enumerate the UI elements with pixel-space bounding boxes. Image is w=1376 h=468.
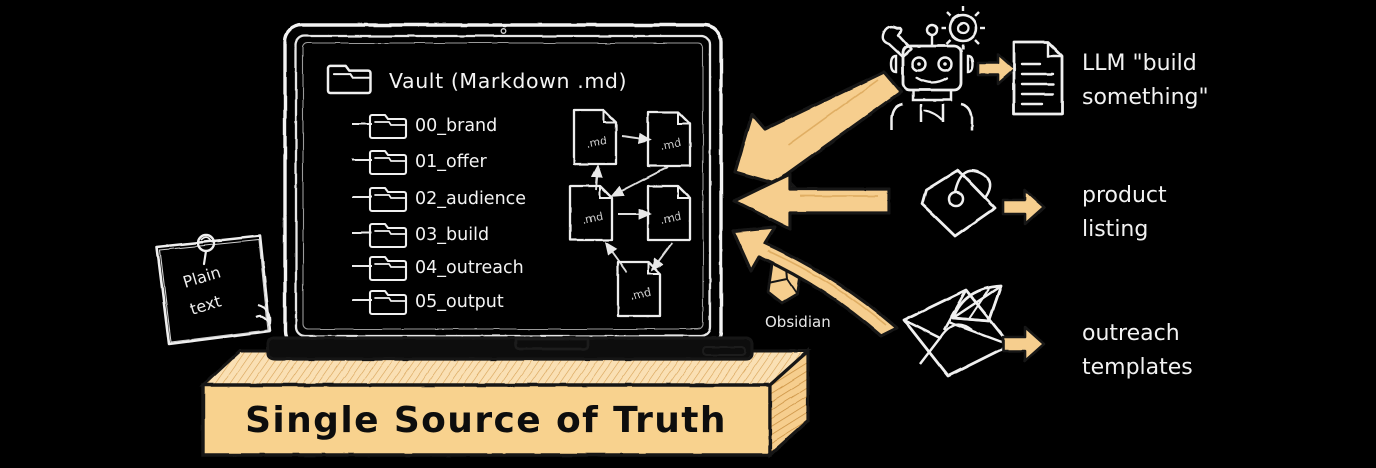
- wrench-icon: [881, 25, 913, 59]
- big-arrow-curved-left: [731, 225, 899, 338]
- node-label: .md: [659, 210, 682, 227]
- folder-item[interactable]: 01_offer: [368, 149, 488, 176]
- banner-label: Single Source of Truth: [245, 400, 727, 441]
- note-line-1: Plain: [181, 262, 223, 291]
- note-line-2: text: [188, 291, 224, 318]
- vault-row: Vault (Markdown .md): [326, 64, 627, 95]
- product-label-line2: listing: [1082, 217, 1148, 242]
- pushpin-icon: [196, 233, 216, 266]
- laptop-base: [199, 336, 812, 459]
- graph-node[interactable]: .md: [568, 184, 614, 242]
- folder-label: 03_build: [415, 225, 489, 245]
- robot-icon: [889, 23, 975, 130]
- outreach-label-line1: outreach: [1082, 321, 1180, 346]
- folder-label: 00_brand: [415, 116, 497, 136]
- graph-node[interactable]: .md: [646, 110, 692, 168]
- price-tag-icon: [920, 168, 997, 238]
- graph-node[interactable]: .md: [616, 260, 662, 318]
- document-icon: [1012, 40, 1064, 116]
- product-label-line1: product: [1082, 183, 1167, 208]
- gear-icon: [941, 6, 985, 50]
- folder-item[interactable]: 05_output: [368, 289, 504, 316]
- folder-item[interactable]: 00_brand: [368, 113, 497, 140]
- node-label: .md: [659, 136, 682, 153]
- note-graph: .md .md .md .md .md: [568, 108, 692, 318]
- folder-label: 05_output: [415, 292, 504, 312]
- arrow-right-icon: [1001, 325, 1046, 363]
- folder-item[interactable]: 03_build: [368, 222, 489, 249]
- folder-label: 02_audience: [415, 189, 526, 209]
- folder-label: 04_outreach: [415, 258, 524, 278]
- arrow-right-icon: [1001, 188, 1046, 226]
- graph-node[interactable]: .md: [646, 184, 692, 242]
- big-arrow-diagonal-left: [733, 70, 903, 192]
- graph-node[interactable]: .md: [572, 108, 618, 166]
- folder-tree: Vault (Markdown .md) 00_brand 01_offer 0…: [326, 64, 627, 316]
- outreach-label-line2: templates: [1082, 355, 1193, 380]
- folder-label: 01_offer: [415, 152, 488, 172]
- folder-item[interactable]: 04_outreach: [368, 255, 524, 282]
- node-label: .md: [581, 210, 604, 227]
- obsidian-label: Obsidian: [765, 313, 831, 331]
- plain-text-note: [155, 234, 272, 346]
- vault-label: Vault (Markdown .md): [389, 69, 627, 93]
- llm-label-line1: LLM "build: [1082, 51, 1197, 76]
- envelope-paper-plane-icon: [902, 284, 1012, 378]
- node-label: .md: [585, 134, 608, 151]
- arrow-right-icon: [976, 52, 1017, 86]
- folder-item[interactable]: 02_audience: [368, 186, 526, 213]
- big-arrow-left: [732, 172, 891, 231]
- node-label: .md: [629, 286, 652, 303]
- llm-label-line2: something": [1082, 85, 1209, 110]
